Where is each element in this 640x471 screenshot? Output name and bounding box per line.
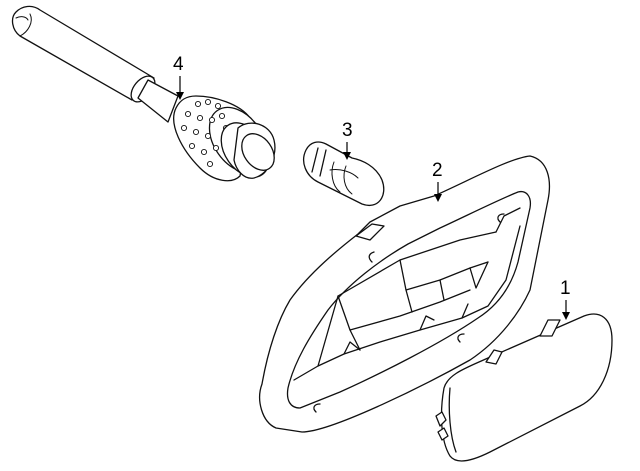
lamp-housing-part[interactable] <box>259 155 551 433</box>
callout-2: 2 <box>432 160 443 202</box>
callout-3-arrowhead <box>343 152 351 160</box>
wedge-bulb-part[interactable] <box>303 141 385 206</box>
socket-harness-part[interactable] <box>11 5 281 186</box>
callout-2-label: 2 <box>432 160 443 181</box>
callout-2-arrowhead <box>434 194 442 202</box>
callout-1: 1 <box>560 278 571 320</box>
callout-4: 4 <box>173 54 184 100</box>
socket-knurl-dots <box>180 98 230 168</box>
lens-part[interactable] <box>435 313 613 462</box>
callout-3: 3 <box>342 120 353 160</box>
callout-1-arrowhead <box>562 312 570 320</box>
callout-1-label: 1 <box>560 278 571 299</box>
callout-4-arrowhead <box>176 92 184 100</box>
callout-3-label: 3 <box>342 120 353 141</box>
callout-4-label: 4 <box>173 54 184 75</box>
